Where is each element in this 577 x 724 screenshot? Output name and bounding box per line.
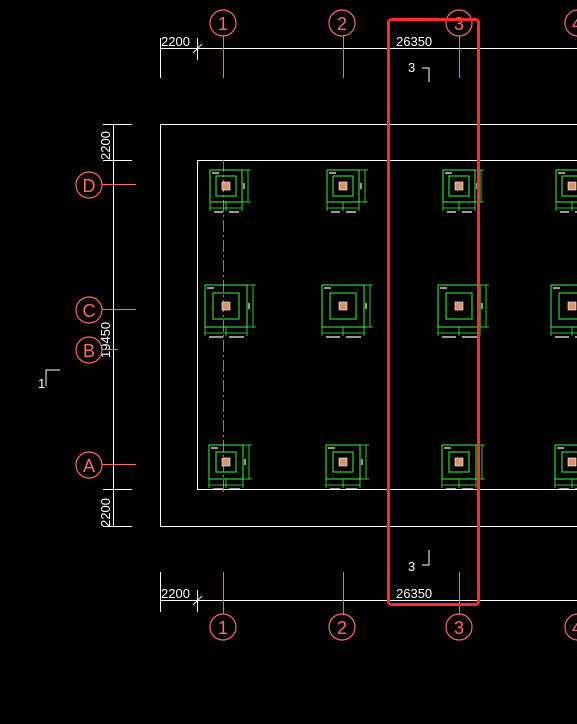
axis-bubble-label: 2 <box>337 14 347 34</box>
section-mark-left <box>45 369 60 386</box>
section-mark-bottom-label: 3 <box>408 559 415 574</box>
bottom-left-offset-dim: 2200 <box>161 586 190 601</box>
section-mark-left-label: 1 <box>38 376 45 391</box>
axis-bubble-row-a: A <box>75 451 136 479</box>
footings-grid <box>204 169 577 490</box>
axis-bubble-top-4: 4 <box>564 9 577 37</box>
axis-bubble-bottom-2: 2 <box>328 613 356 641</box>
footing-symbol <box>550 284 577 338</box>
column-axis-leaders <box>223 36 460 614</box>
axis-bubble-bottom-4: 4 <box>564 613 577 641</box>
axis-bubble-label: B <box>83 341 95 361</box>
axis-bubble-label: C <box>83 301 96 321</box>
axis-bubble-row-c: C <box>75 296 136 324</box>
inner-slab-outline <box>197 160 577 490</box>
axis-bubble-label: 2 <box>337 618 347 638</box>
axis-bubble-top-1: 1 <box>209 9 237 37</box>
axis-bubble-row-d: D <box>75 171 136 199</box>
axis-bubble-label: 4 <box>572 618 577 638</box>
top-dimension <box>160 38 577 78</box>
axis-bubble-row-b: B <box>75 336 118 364</box>
left-top-offset-dim: 2200 <box>98 131 113 160</box>
axis-bubble-bottom-3: 3 <box>445 613 473 641</box>
section-mark-top-label: 3 <box>408 60 415 75</box>
axis-bubble-top-2: 2 <box>328 9 356 37</box>
top-left-offset-dim: 2200 <box>161 34 190 49</box>
footing-symbol <box>325 444 369 490</box>
footing-symbol <box>209 169 251 213</box>
section-mark-top <box>422 67 430 82</box>
highlight-selection-box[interactable] <box>387 18 480 606</box>
left-bottom-offset-dim: 2200 <box>98 498 113 527</box>
axis-bubble-label: 1 <box>218 14 228 34</box>
axis-bubble-label: D <box>83 176 96 196</box>
section-mark-bottom <box>422 550 430 566</box>
axis-bubble-top-3: 3 <box>445 9 473 37</box>
footing-symbol <box>442 169 484 213</box>
footing-symbol <box>208 444 252 490</box>
top-total-dim: 26350 <box>396 34 432 49</box>
bottom-total-dim: 26350 <box>396 586 432 601</box>
footing-symbol <box>437 284 489 338</box>
footing-symbol <box>326 169 368 213</box>
axis-bubble-bottom-1: 1 <box>209 613 237 641</box>
left-dimension <box>103 124 132 527</box>
axis-bubble-label: 1 <box>218 618 228 638</box>
bottom-dimension <box>160 572 577 612</box>
footing-symbol <box>204 284 256 338</box>
footing-symbol <box>555 169 577 213</box>
slab-outlines <box>160 124 577 527</box>
outer-slab-outline <box>160 124 577 527</box>
left-total-dim: 19450 <box>98 322 113 358</box>
footing-symbol <box>321 284 373 338</box>
axis-bubble-label: A <box>83 456 95 476</box>
footing-symbol <box>554 444 577 490</box>
axis-bubble-label: 3 <box>454 618 464 638</box>
footing-symbol <box>441 444 485 490</box>
axis-bubble-label: 4 <box>572 14 577 34</box>
axis-bubble-label: 3 <box>454 14 464 34</box>
